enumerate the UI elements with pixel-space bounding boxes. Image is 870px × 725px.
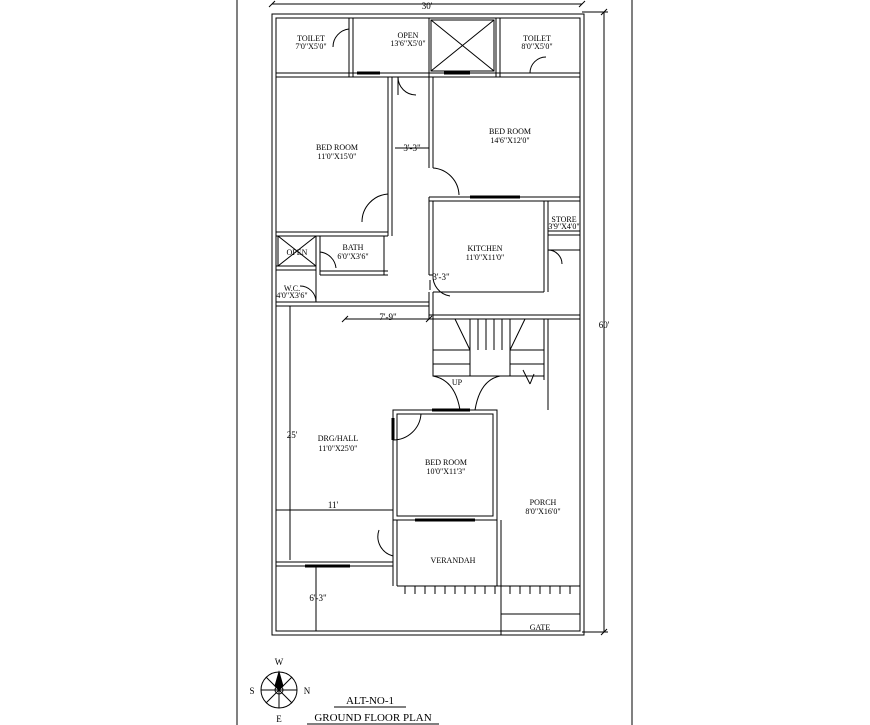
bedroom-left-name: BED ROOM (316, 143, 358, 152)
porch-name: PORCH (530, 498, 557, 507)
bedroom-right-name: BED ROOM (489, 127, 531, 136)
drg-hall-size: 11'0"X25'0" (319, 444, 358, 453)
compass-s: S (249, 686, 254, 696)
wc-door (299, 285, 317, 303)
gate-name: GATE (530, 623, 551, 632)
passage-door (397, 76, 417, 96)
bedroom-center-name: BED ROOM (425, 458, 467, 467)
porch-size: 8'0"X16'0" (525, 507, 560, 516)
kitchen-door (432, 274, 451, 297)
toilet-right-size: 8'0"X5'0" (521, 42, 552, 51)
bedroom-left-size: 11'0"X15'0" (318, 152, 357, 161)
title-main: GROUND FLOOR PLAN (314, 712, 431, 724)
bath-door (319, 251, 337, 269)
bedroom-left-door (361, 193, 389, 223)
open-top-name: OPEN (398, 31, 419, 40)
bedroom-center-door (392, 413, 422, 441)
kitchen-size: 11'0"X11'0" (466, 253, 505, 262)
bedroom-center-size: 10'0"X11'3" (427, 467, 466, 476)
toilet-right-door (529, 56, 547, 74)
stair-up-label: UP (452, 378, 463, 387)
title-alt: ALT-NO-1 (346, 695, 394, 707)
toilet-left-name: TOILET (297, 34, 325, 43)
compass-rose (260, 670, 298, 709)
verandah-railing (404, 586, 571, 594)
bedroom-right-door (432, 167, 460, 196)
open-shaft-top (430, 19, 495, 72)
compass-e: E (276, 714, 282, 724)
open-top-size: 13'6"X5'0" (390, 39, 425, 48)
wc-name: W.C. (284, 284, 300, 293)
overall-width-label: 30' (422, 1, 433, 11)
passage-dim-label: 3'-3" (403, 143, 421, 153)
bath-name: BATH (343, 243, 364, 252)
compass-w: W (275, 657, 284, 667)
kitchen-name: KITCHEN (467, 244, 502, 253)
drg-hall-name: DRG/HALL (318, 434, 359, 443)
wc-size: 4'0"X3'6" (276, 291, 307, 300)
overall-depth-label: 60' (599, 320, 610, 330)
staircase (432, 318, 545, 377)
store-door (547, 249, 563, 265)
kitchen-passage-dim-label: 3'-3" (432, 272, 450, 282)
verandah-name: VERANDAH (431, 556, 476, 565)
outer-wall (271, 13, 585, 636)
compass-n: N (304, 686, 311, 696)
bath-size: 6'0"X3'6" (337, 252, 368, 261)
front-setback-label: 6'-3" (309, 593, 327, 603)
hall-depth-label: 25' (287, 430, 298, 440)
toilet-left-size: 7'0"X5'0" (295, 42, 326, 51)
store-name: STORE (551, 215, 576, 224)
toilet-right-name: TOILET (523, 34, 551, 43)
bedroom-right-size: 14'6"X12'0" (490, 136, 529, 145)
hall-width-label: 11' (328, 500, 339, 510)
hall-width-top-label: 7'-9" (379, 312, 397, 322)
open-small-name: OPEN (287, 248, 308, 257)
store-size: 3'9"X4'0" (548, 222, 579, 231)
toilet-left-door (332, 28, 350, 48)
verandah-door (377, 529, 394, 557)
